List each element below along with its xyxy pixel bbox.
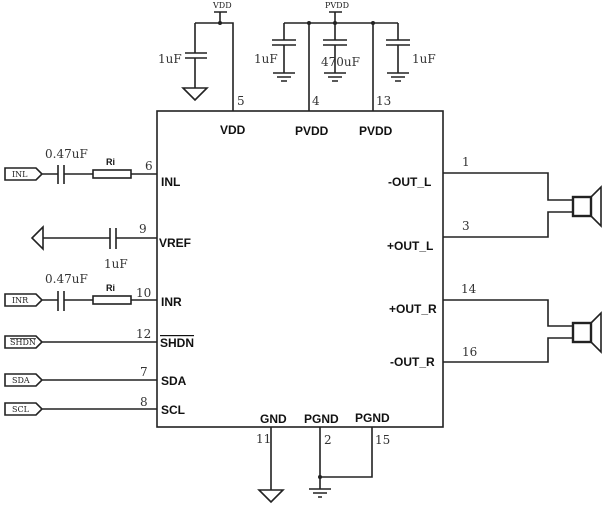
svg-text:INL: INL xyxy=(12,170,28,179)
svg-text:1uF: 1uF xyxy=(412,52,436,66)
svg-text:SDA: SDA xyxy=(161,374,187,388)
svg-text:SHDN: SHDN xyxy=(10,338,36,347)
svg-text:6: 6 xyxy=(145,159,153,173)
svg-text:1uF: 1uF xyxy=(104,257,128,271)
svg-text:470uF: 470uF xyxy=(321,55,360,69)
svg-text:+OUT_L: +OUT_L xyxy=(387,239,433,253)
svg-text:1uF: 1uF xyxy=(254,52,278,66)
svg-text:SDA: SDA xyxy=(12,376,30,385)
svg-text:0.47uF: 0.47uF xyxy=(45,272,88,286)
amplifier-chip xyxy=(156,110,444,428)
speaker-left xyxy=(571,185,602,228)
speaker-right xyxy=(571,311,602,354)
sda-input: SDA xyxy=(4,373,157,387)
inl-input: INL 0.47uF Ri xyxy=(4,147,157,184)
svg-text:Ri: Ri xyxy=(106,157,115,167)
svg-text:PVDD: PVDD xyxy=(295,124,329,138)
svg-text:1uF: 1uF xyxy=(158,52,182,66)
svg-text:VDD: VDD xyxy=(212,1,232,10)
svg-text:10: 10 xyxy=(136,286,151,300)
svg-text:PVDD: PVDD xyxy=(359,124,393,138)
pvdd-capacitor-1 xyxy=(272,23,296,82)
svg-text:INL: INL xyxy=(161,175,180,189)
svg-text:1: 1 xyxy=(462,155,470,169)
svg-text:GND: GND xyxy=(260,412,287,426)
pvdd-capacitor-2 xyxy=(323,23,347,82)
svg-text:Ri: Ri xyxy=(106,283,115,293)
svg-text:SCL: SCL xyxy=(12,405,30,414)
pvdd-capacitor-3 xyxy=(386,23,410,82)
svg-text:INR: INR xyxy=(161,295,182,309)
svg-text:0.47uF: 0.47uF xyxy=(45,147,88,161)
svg-text:13: 13 xyxy=(376,94,391,108)
svg-text:PGND: PGND xyxy=(304,412,339,426)
svg-text:7: 7 xyxy=(140,365,148,379)
svg-text:-OUT_R: -OUT_R xyxy=(390,355,435,369)
shdn-input: SHDN xyxy=(4,335,157,349)
scl-input: SCL xyxy=(4,402,157,416)
svg-text:5: 5 xyxy=(237,94,245,108)
svg-text:PVDD: PVDD xyxy=(325,1,349,10)
svg-text:12: 12 xyxy=(136,327,151,341)
svg-text:16: 16 xyxy=(462,345,477,359)
pvdd-supply: PVDD 1uF 470uF 1uF xyxy=(254,1,436,111)
svg-text:PGND: PGND xyxy=(355,411,390,425)
svg-text:INR: INR xyxy=(12,296,29,305)
svg-text:3: 3 xyxy=(462,219,470,233)
vref-cap: 1uF xyxy=(30,225,157,271)
vdd-supply: VDD 1uF xyxy=(158,1,234,111)
svg-text:8: 8 xyxy=(140,395,148,409)
svg-text:SCL: SCL xyxy=(161,403,185,417)
inr-input: INR 0.47uF Ri xyxy=(4,272,157,311)
svg-text:VREF: VREF xyxy=(159,236,191,250)
svg-text:15: 15 xyxy=(375,433,390,447)
svg-text:VDD: VDD xyxy=(220,123,246,137)
svg-text:4: 4 xyxy=(312,94,320,108)
svg-text:11: 11 xyxy=(256,432,271,446)
svg-text:+OUT_R: +OUT_R xyxy=(389,302,437,316)
svg-text:9: 9 xyxy=(139,222,147,236)
svg-text:14: 14 xyxy=(461,282,477,296)
svg-text:-OUT_L: -OUT_L xyxy=(388,175,431,189)
svg-text:2: 2 xyxy=(324,433,332,447)
svg-text:SHDN: SHDN xyxy=(160,336,194,350)
